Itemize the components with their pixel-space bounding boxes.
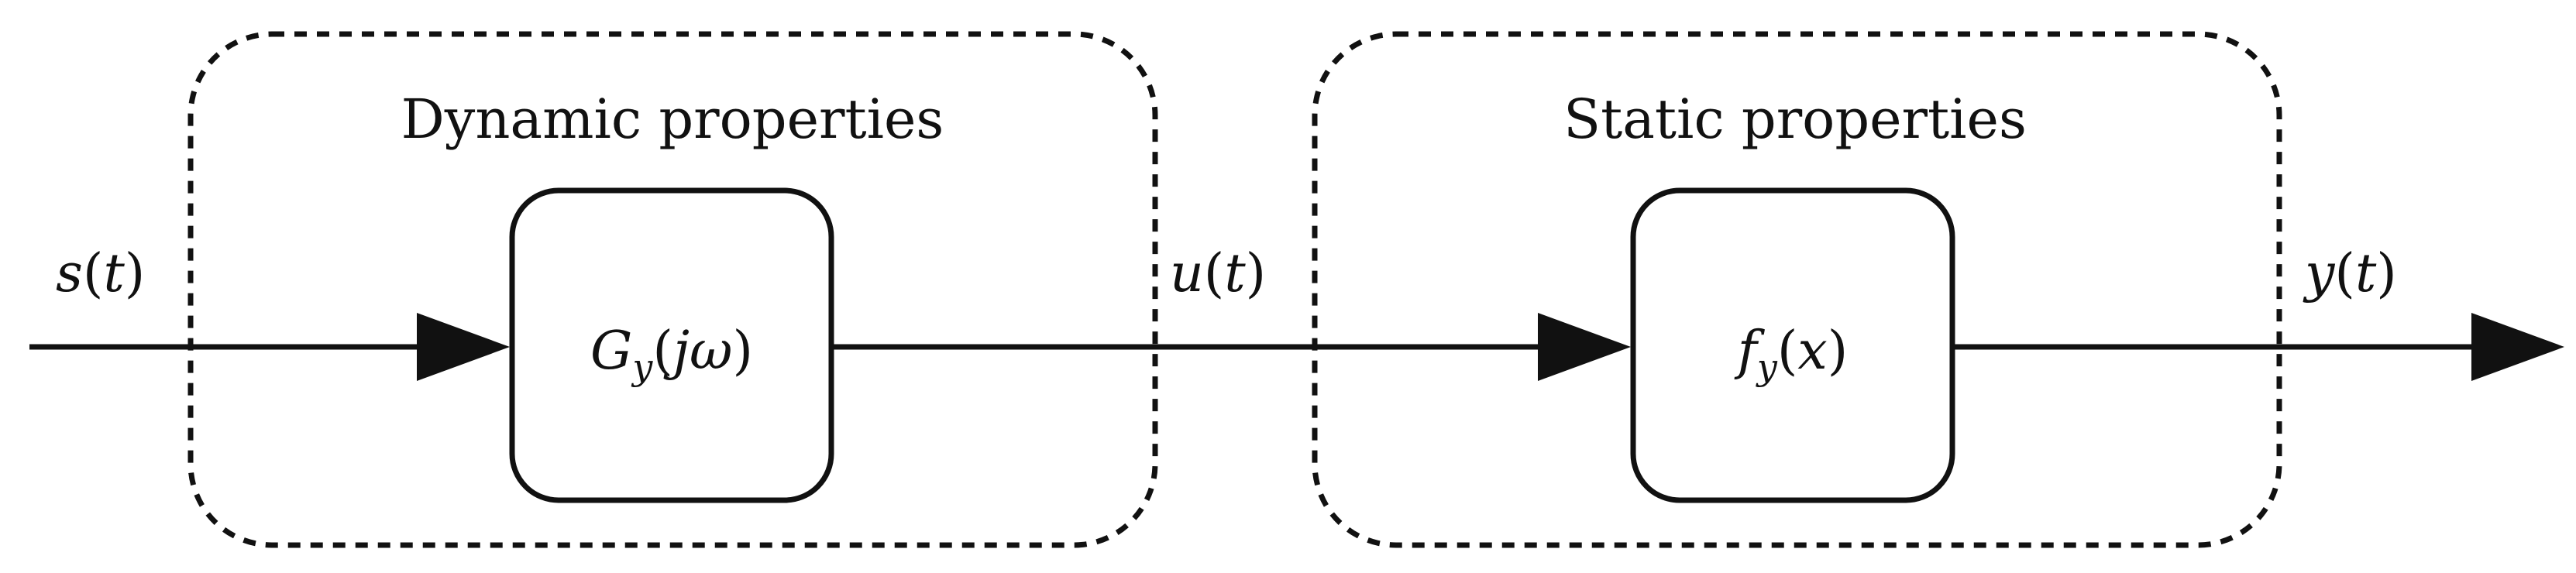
static-function-block [1630,187,1955,503]
input-arrowhead [417,313,510,381]
output-arrowhead [2471,313,2564,381]
dynamic-properties-title: Dynamic properties [401,87,944,151]
intermediate-arrowhead [1538,313,1631,381]
static-properties-title: Static properties [1563,87,2027,151]
static-function-label: fy(x) [1734,321,1849,388]
intermediate-signal-label: u(t) [1170,243,1266,304]
transfer-function-label: Gy(jω) [590,321,753,388]
static-properties-group [1312,31,2282,548]
transfer-function-block [509,187,834,503]
dynamic-properties-group [187,31,1158,548]
input-signal-label: s(t) [56,243,145,304]
output-signal-label: y(t) [2303,243,2397,304]
